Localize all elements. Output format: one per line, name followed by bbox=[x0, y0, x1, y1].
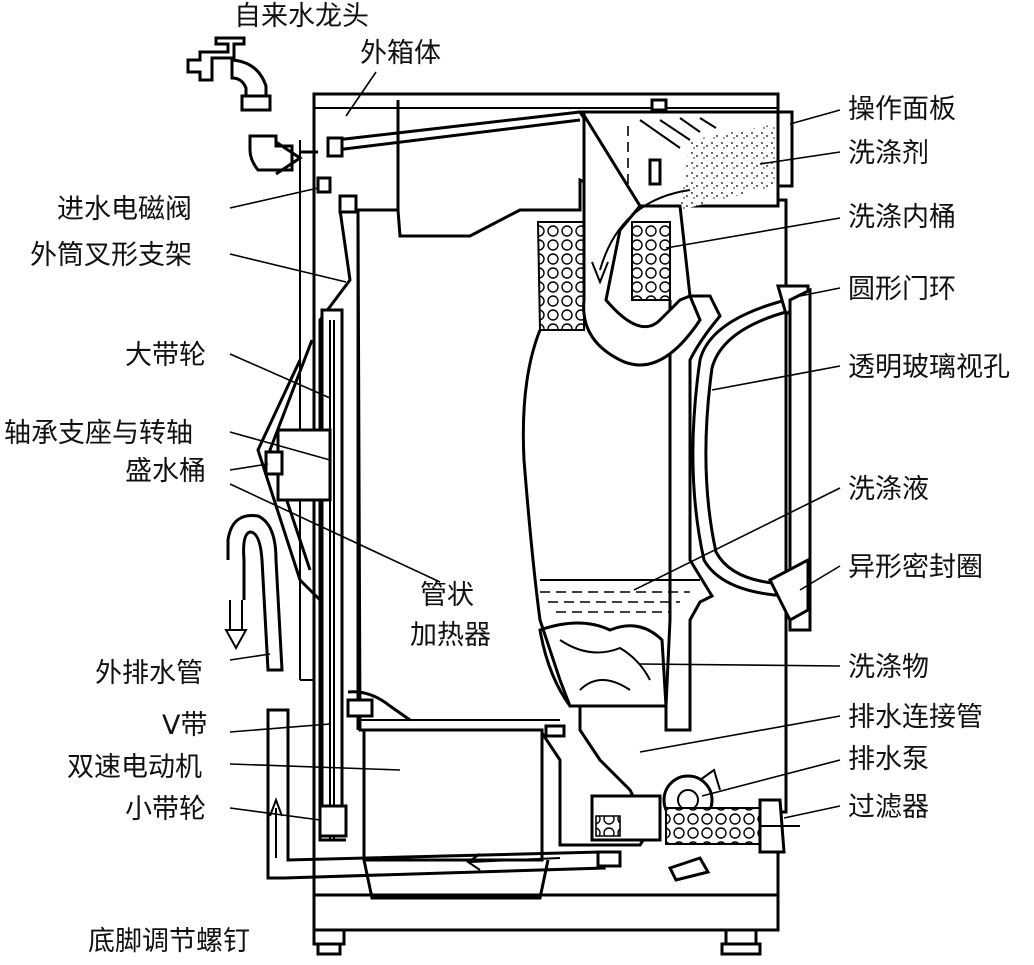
label-drain-pump: 排水泵 bbox=[848, 744, 929, 775]
label-inlet-valve: 进水电磁阀 bbox=[57, 194, 192, 225]
label-bearing: 轴承支座与转轴 bbox=[4, 418, 193, 449]
label-detergent: 洗涤剂 bbox=[848, 138, 929, 169]
label-faucet: 自来水龙头 bbox=[234, 1, 369, 32]
label-heater-line1: 管状 bbox=[420, 580, 474, 611]
label-laundry: 洗涤物 bbox=[848, 652, 929, 683]
label-water-tub: 盛水桶 bbox=[125, 456, 206, 487]
wash-liquid bbox=[540, 579, 700, 613]
inner-drum bbox=[521, 221, 672, 708]
label-cabinet: 外箱体 bbox=[360, 38, 441, 69]
label-control-panel: 操作面板 bbox=[848, 94, 956, 125]
faucet-icon bbox=[186, 36, 272, 112]
label-glass-window: 透明玻璃视孔 bbox=[848, 352, 1010, 383]
water-funnel bbox=[579, 110, 702, 367]
door-glass-window bbox=[691, 284, 812, 632]
label-fork-bracket: 外筒叉形支架 bbox=[30, 240, 192, 271]
labels: 自来水龙头 外箱体 操作面板 洗涤剂 进水电磁阀 洗涤内桶 外筒叉形支架 圆形门… bbox=[4, 1, 1010, 957]
label-wash-liquid: 洗涤液 bbox=[848, 474, 929, 505]
tub-top bbox=[326, 98, 668, 214]
drain-system bbox=[590, 768, 800, 882]
label-v-belt: V带 bbox=[162, 710, 207, 741]
drive-assembly bbox=[256, 209, 360, 842]
label-inner-drum: 洗涤内桶 bbox=[848, 202, 956, 233]
inlet-valve-icon bbox=[248, 134, 332, 194]
label-drain-pipe: 排水连接管 bbox=[848, 702, 983, 733]
laundry bbox=[538, 621, 668, 708]
label-seal: 异形密封圈 bbox=[848, 552, 983, 583]
control-panel bbox=[577, 110, 780, 210]
machine-drawing bbox=[186, 36, 812, 956]
leader-lines bbox=[229, 71, 841, 821]
label-motor: 双速电动机 bbox=[67, 752, 202, 783]
label-filter: 过滤器 bbox=[848, 792, 929, 823]
label-door-ring: 圆形门环 bbox=[848, 274, 956, 305]
label-heater-line2: 加热器 bbox=[410, 620, 491, 651]
tubular-heater bbox=[346, 690, 411, 722]
adjustable-feet bbox=[312, 928, 762, 956]
label-feet: 底脚调节螺钉 bbox=[88, 926, 250, 957]
motor-icon bbox=[362, 724, 566, 900]
label-large-pulley: 大带轮 bbox=[125, 340, 206, 371]
label-outer-drain: 外排水管 bbox=[95, 658, 203, 689]
label-small-pulley: 小带轮 bbox=[125, 794, 206, 825]
